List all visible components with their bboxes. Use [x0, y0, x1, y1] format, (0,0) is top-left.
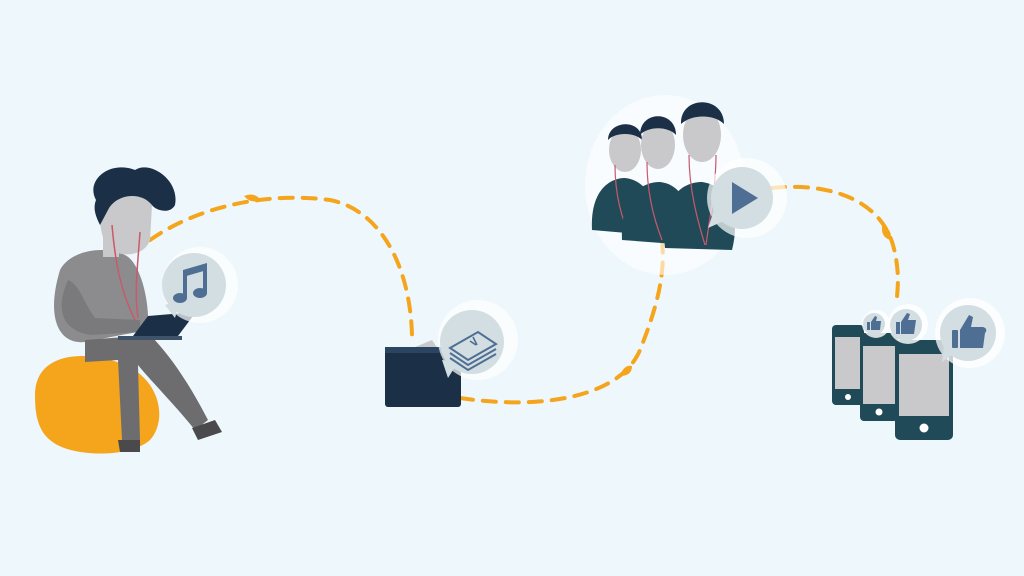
phone-front [895, 340, 953, 440]
like-bubble-medium [888, 304, 928, 344]
audience-group [585, 95, 745, 275]
thumbs-up-icon [867, 316, 881, 330]
play-icon [732, 182, 758, 214]
cash-bubble [438, 300, 518, 380]
music-bubble [162, 247, 238, 323]
like-bubble-small [862, 310, 890, 338]
dashed-flow-path [148, 184, 900, 405]
phone-middle [860, 333, 898, 421]
flow-arrow-2 [620, 365, 632, 376]
phone-back [832, 325, 864, 405]
listener-figure [35, 167, 222, 454]
beanbag [35, 356, 160, 454]
thumbs-up-icon [952, 315, 987, 348]
phones-group [832, 298, 1005, 440]
flow-arrow-3 [881, 226, 892, 240]
play-bubble [707, 158, 787, 238]
laptop [130, 312, 196, 340]
flow-arrow-1 [244, 194, 260, 202]
like-bubble-large [935, 298, 1005, 368]
wallet [385, 340, 461, 407]
thumbs-up-icon [896, 313, 916, 334]
music-note-icon [173, 263, 207, 303]
audience-person-3 [664, 102, 735, 250]
cash-stack-icon [448, 330, 498, 372]
